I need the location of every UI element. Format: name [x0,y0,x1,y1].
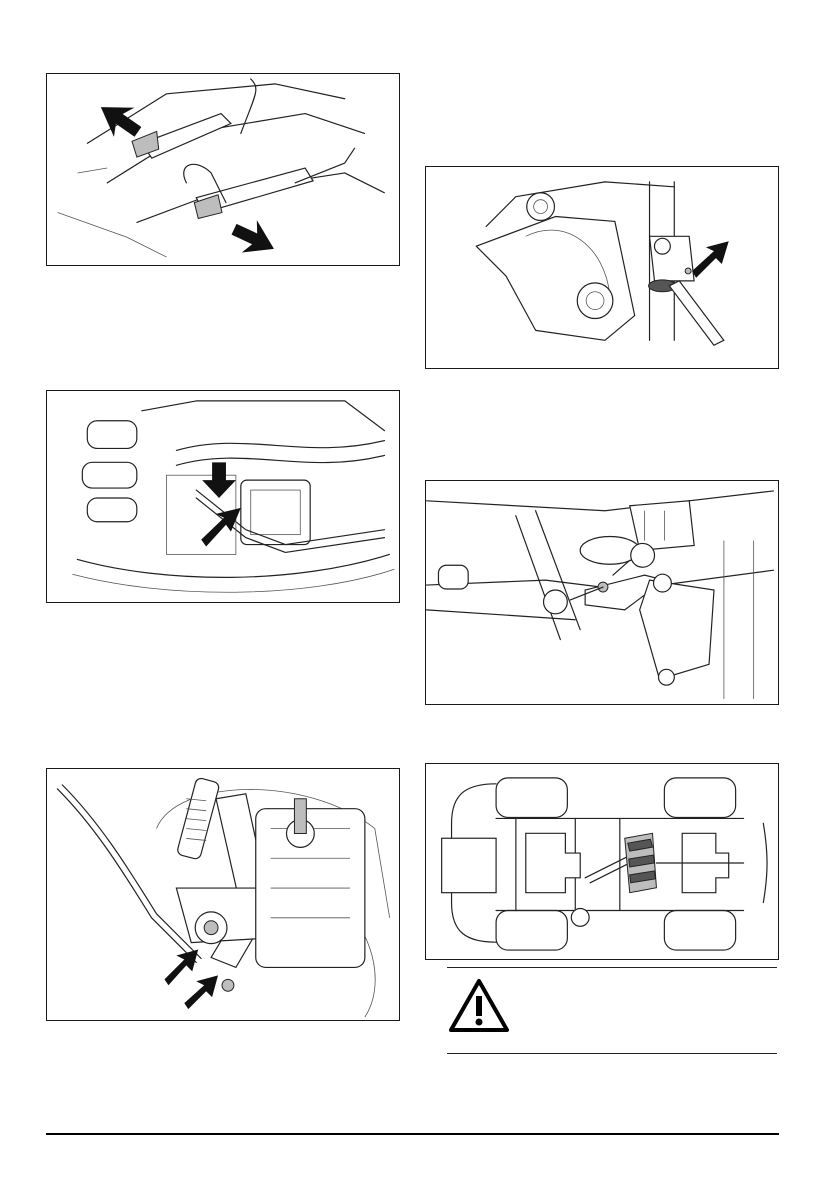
figure-transmission-linkage [46,768,400,1021]
warning-triangle-icon [448,978,510,1034]
figure-cable-connections [46,390,400,603]
arrow-icon [201,508,241,547]
figure-bracket-adjustment [425,480,779,705]
arrow-icon [226,213,281,264]
figure-chassis-underside [425,763,779,960]
figure-seat-knobs [46,73,400,266]
arrow-icon [184,975,218,1009]
figure-pivot-joint [425,166,779,369]
arrow-icon [692,241,729,278]
arrow-icon [164,950,198,986]
warning-bottom-rule [447,1053,777,1054]
page-footer-rule [46,1133,779,1135]
arrow-icon [202,462,236,498]
warning-top-rule [447,967,777,968]
